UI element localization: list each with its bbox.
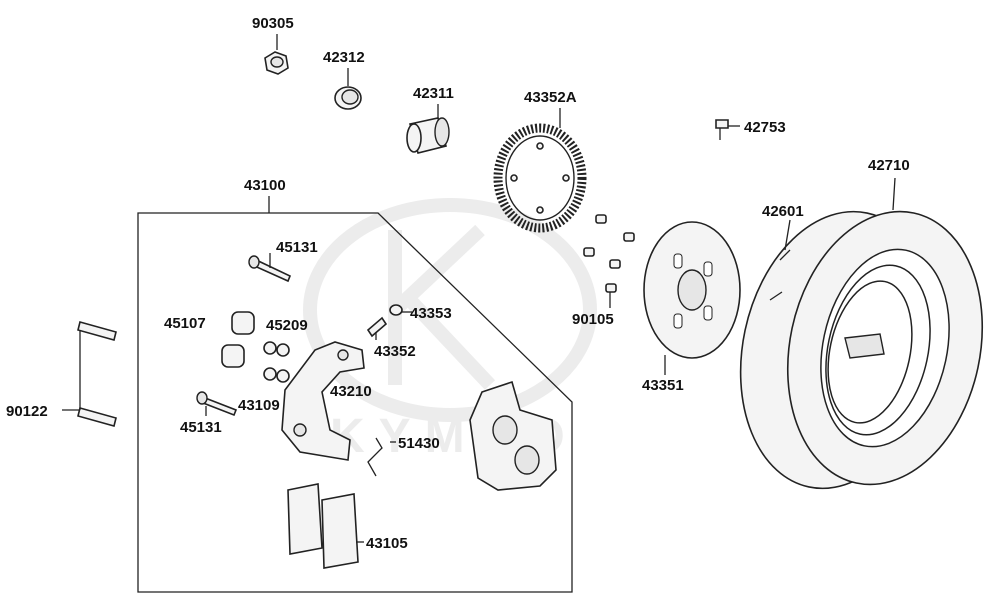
seals-45209 (263, 341, 290, 383)
brake-disc-43351 (643, 221, 741, 375)
label-42753: 42753 (744, 119, 786, 136)
bleeder-43352 (366, 316, 388, 340)
label-51430: 51430 (398, 435, 440, 452)
tire-wheel-42710 (739, 177, 984, 490)
boots-45107 (221, 311, 255, 368)
label-90305: 90305 (252, 15, 294, 32)
label-43109: 43109 (238, 397, 280, 414)
seal-42312 (334, 68, 362, 110)
label-90105: 90105 (572, 311, 614, 328)
disc-bolts-90105 (583, 214, 635, 308)
caliper-body (469, 380, 557, 491)
label-43351: 43351 (642, 377, 684, 394)
caliper-assembly-box (137, 212, 573, 593)
label-43352A: 43352A (524, 89, 577, 106)
label-43353: 43353 (410, 305, 452, 322)
label-43100: 43100 (244, 177, 286, 194)
pin-45131-top (248, 253, 292, 283)
pin-45131-bottom (196, 391, 238, 417)
abs-tone-ring-43352A (493, 108, 587, 233)
label-45131-bottom: 45131 (180, 419, 222, 436)
label-42312: 42312 (323, 49, 365, 66)
label-45131-top: 45131 (276, 239, 318, 256)
label-42710: 42710 (868, 157, 910, 174)
label-90122: 90122 (6, 403, 48, 420)
brake-pads-43105 (287, 483, 364, 569)
label-45107: 45107 (164, 315, 206, 332)
label-43210: 43210 (330, 383, 372, 400)
label-42311: 42311 (413, 85, 454, 102)
label-43352: 43352 (374, 343, 416, 360)
nut-90305 (264, 34, 289, 75)
label-42601: 42601 (762, 203, 804, 220)
label-45209: 45209 (266, 317, 308, 334)
collar-42311 (406, 104, 450, 154)
bleeder-cap-43353 (389, 304, 412, 316)
valve-42753 (715, 119, 740, 140)
pad-spring-51430 (367, 437, 396, 477)
label-43105: 43105 (366, 535, 408, 552)
caliper-bracket-43210 (281, 341, 365, 461)
bolts-90122 (62, 321, 117, 427)
